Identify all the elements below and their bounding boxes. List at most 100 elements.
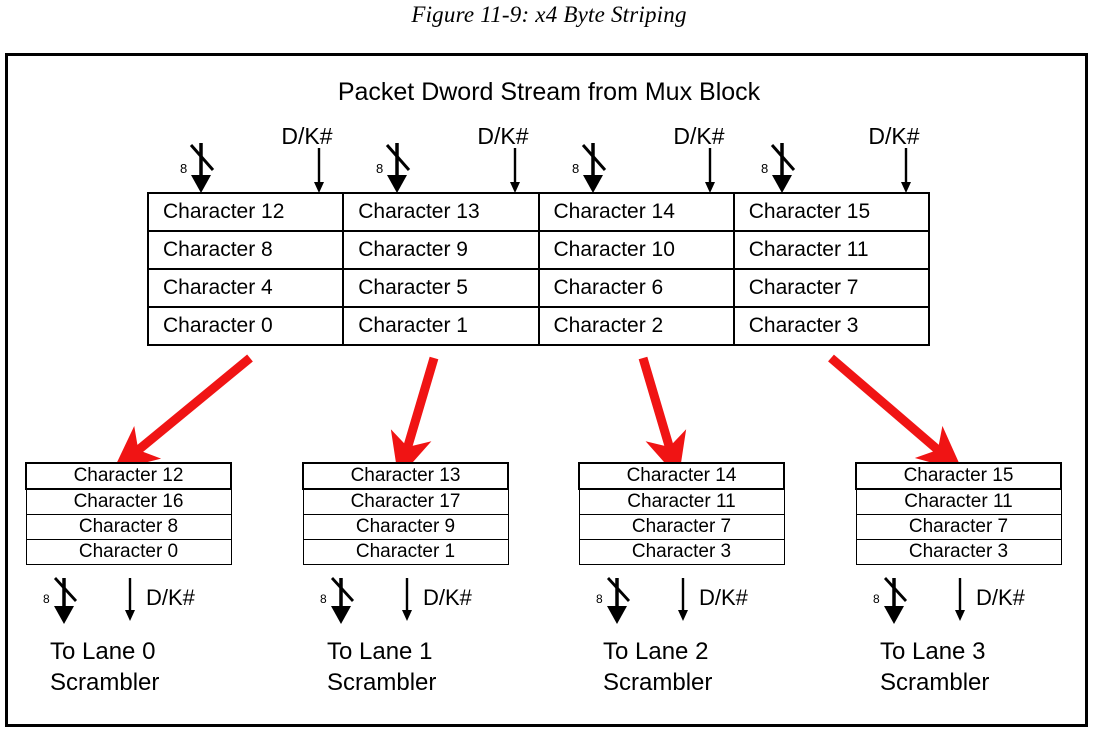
dk-label-top-2: D/K# (673, 123, 725, 149)
dword-cell: Character 6 (537, 268, 735, 308)
list-item: Character 8 (25, 514, 232, 540)
list-item: Character 1 (302, 539, 509, 565)
list-item: Character 16 (25, 488, 232, 515)
lane-cell: Character 13 (302, 462, 509, 490)
table-row: Character 12 Character 13 Character 14 C… (146, 192, 931, 232)
table-row: Character 4 Character 5 Character 6 Char… (146, 268, 931, 308)
lane-cell: Character 8 (25, 514, 232, 540)
bus-width-label-lane-3: 8 (873, 592, 880, 606)
dk-arrow-lane-2 (675, 578, 691, 622)
dword-cell: Character 10 (537, 230, 735, 270)
lane-caption-0: To Lane 0 Scrambler (50, 637, 280, 698)
figure-frame (5, 53, 1088, 727)
list-item: Character 7 (855, 514, 1062, 540)
list-item: Character 12 (25, 462, 232, 490)
lane-cell: Character 12 (25, 462, 232, 490)
lane-caption-line2: Scrambler (327, 668, 437, 696)
lane-cell: Character 1 (302, 539, 509, 565)
dword-cell: Character 0 (146, 306, 345, 346)
dk-arrow-lane-3 (952, 578, 968, 622)
lane-cell: Character 15 (855, 462, 1062, 490)
list-item: Character 7 (578, 514, 785, 540)
lane-cell: Character 9 (302, 514, 509, 540)
bus-arrow-top-3: 8 (759, 143, 805, 195)
dword-cell: Character 12 (146, 192, 345, 232)
dword-cell: Character 9 (342, 230, 540, 270)
lane-caption-2: To Lane 2 Scrambler (603, 637, 833, 698)
dword-cell: Character 15 (732, 192, 931, 232)
bus-arrow-top-1: 8 (374, 143, 420, 195)
list-item: Character 14 (578, 462, 785, 490)
bus-arrow-lane-0: 8 (43, 577, 87, 626)
dword-cell: Character 11 (732, 230, 931, 270)
dk-arrow-top-3 (898, 148, 914, 194)
lane-caption-line1: To Lane 2 (603, 638, 709, 665)
bus-arrow-top-2: 8 (570, 143, 616, 195)
dk-label-top-3: D/K# (868, 123, 920, 149)
lane-caption-line2: Scrambler (880, 668, 990, 696)
list-item: Character 13 (302, 462, 509, 490)
lane-caption-1: To Lane 1 Scrambler (327, 637, 557, 698)
lane-caption-line1: To Lane 3 (880, 638, 986, 665)
list-item: Character 0 (25, 539, 232, 565)
dword-cell: Character 7 (732, 268, 931, 308)
dk-label-lane-1: D/K# (423, 585, 472, 610)
dk-label-lane-2: D/K# (699, 585, 748, 610)
list-item: Character 11 (578, 488, 785, 515)
bus-width-label-top-3: 8 (761, 161, 768, 176)
stream-heading: Packet Dword Stream from Mux Block (337, 78, 761, 106)
lane-table-1: Character 13 Character 17 Character 9 Ch… (302, 462, 509, 565)
dword-cell: Character 4 (146, 268, 345, 308)
bus-arrow-lane-1: 8 (320, 577, 364, 626)
lane-cell: Character 17 (302, 488, 509, 515)
dword-cell: Character 1 (342, 306, 540, 346)
lane-cell: Character 11 (578, 488, 785, 515)
lane-cell: Character 3 (578, 539, 785, 565)
lane-caption-line2: Scrambler (50, 668, 160, 696)
dword-stream-table: Character 12 Character 13 Character 14 C… (146, 192, 931, 346)
dword-cell: Character 8 (146, 230, 345, 270)
dk-label-top-1: D/K# (477, 123, 529, 149)
bus-width-label-lane-0: 8 (43, 592, 50, 606)
lane-cell: Character 14 (578, 462, 785, 490)
lane-cell: Character 7 (578, 514, 785, 540)
list-item: Character 15 (855, 462, 1062, 490)
bus-width-label-lane-2: 8 (596, 592, 603, 606)
lane-table-2: Character 14 Character 11 Character 7 Ch… (578, 462, 785, 565)
list-item: Character 11 (855, 488, 1062, 515)
lane-caption-line1: To Lane 1 (327, 638, 433, 665)
lane-caption-line1: To Lane 0 (50, 638, 156, 665)
dword-cell: Character 5 (342, 268, 540, 308)
bus-arrow-lane-3: 8 (873, 577, 917, 626)
bus-width-label-top-0: 8 (180, 161, 187, 176)
lane-caption-line2: Scrambler (603, 668, 713, 696)
dk-arrow-lane-0 (122, 578, 138, 622)
figure-caption: Figure 11-9: x4 Byte Striping (411, 2, 687, 27)
dk-arrow-lane-1 (399, 578, 415, 622)
list-item: Character 9 (302, 514, 509, 540)
dk-label-lane-0: D/K# (146, 585, 195, 610)
table-row: Character 8 Character 9 Character 10 Cha… (146, 230, 931, 270)
dk-label-lane-3: D/K# (976, 585, 1025, 610)
bus-width-label-top-1: 8 (376, 161, 383, 176)
list-item: Character 3 (578, 539, 785, 565)
lane-table-0: Character 12 Character 16 Character 8 Ch… (25, 462, 232, 565)
list-item: Character 3 (855, 539, 1062, 565)
bus-arrow-lane-2: 8 (596, 577, 640, 626)
dk-arrow-top-2 (702, 148, 718, 194)
lane-caption-3: To Lane 3 Scrambler (880, 637, 1098, 698)
bus-arrow-top-0: 8 (178, 143, 224, 195)
list-item: Character 17 (302, 488, 509, 515)
dk-arrow-top-0 (311, 148, 327, 194)
dword-cell: Character 3 (732, 306, 931, 346)
dk-arrow-top-1 (507, 148, 523, 194)
bus-width-label-lane-1: 8 (320, 592, 327, 606)
lane-cell: Character 16 (25, 488, 232, 515)
dword-cell: Character 13 (342, 192, 540, 232)
lane-table-3: Character 15 Character 11 Character 7 Ch… (855, 462, 1062, 565)
dword-cell: Character 2 (537, 306, 735, 346)
lane-cell: Character 11 (855, 488, 1062, 515)
dword-cell: Character 14 (537, 192, 735, 232)
lane-cell: Character 3 (855, 539, 1062, 565)
lane-cell: Character 0 (25, 539, 232, 565)
